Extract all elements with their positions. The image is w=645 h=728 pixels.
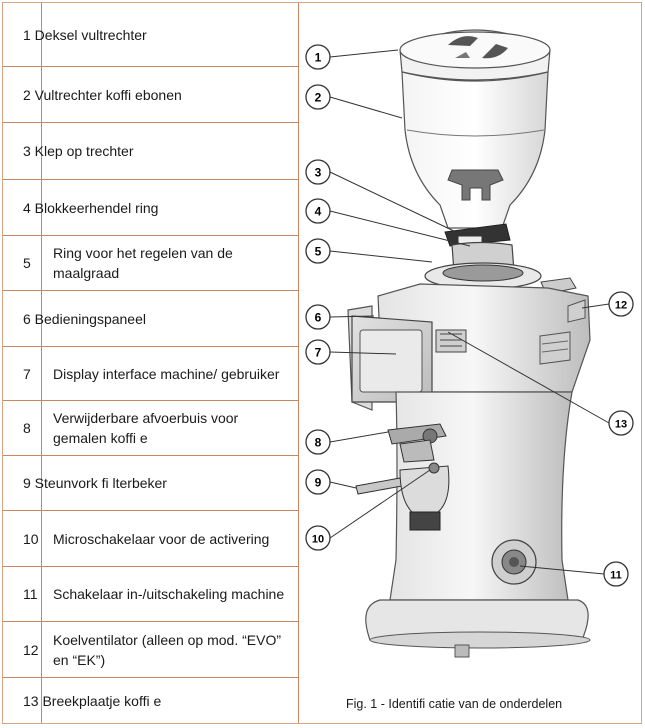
part-label-2: 2 Vultrechter koffi ebonen	[23, 86, 182, 103]
parts-row-6: 6 Bedieningspaneel	[3, 291, 298, 347]
hopper-lid	[399, 29, 551, 81]
callout-5: 5	[305, 238, 331, 264]
part-desc-10: Microschakelaar voor de activering	[53, 530, 270, 547]
part-desc-8: Verwijderbare afvoerbuis voor gemalen ko…	[53, 410, 239, 446]
callout-4-label: 4	[315, 205, 322, 219]
part-number-11: 11	[23, 586, 38, 602]
parts-row-5: 5 Ring voor het regelen van de maalgraad	[3, 236, 298, 291]
part-label-3: 3 Klep op trechter	[23, 143, 134, 159]
parts-row-11: 11 Schakelaar in-/uitschakeling machine	[3, 567, 298, 622]
part-label-9: 9 Steunvork fi lterbeker	[23, 475, 167, 491]
callout-9: 9	[305, 469, 331, 495]
callout-6-label: 6	[315, 311, 322, 325]
callout-2: 2	[305, 84, 331, 110]
callout-10: 10	[305, 525, 331, 551]
callout-1-label: 1	[315, 51, 322, 65]
callout-7: 7	[305, 339, 331, 365]
callout-6: 6	[305, 304, 331, 330]
part-number-8: 8	[23, 420, 31, 436]
part-number-10: 10	[23, 530, 39, 547]
callout-8: 8	[305, 429, 331, 455]
callout-3: 3	[305, 159, 331, 185]
parts-row-8: 8 Verwijderbare afvoerbuis voor gemalen …	[3, 401, 298, 456]
parts-row-1: 1 Deksel vultrechter	[3, 3, 298, 67]
part-label-6: 6 Bedieningspaneel	[23, 310, 146, 327]
part-label-4: 4 Blokkeerhendel ring	[23, 199, 159, 216]
grinder-diagram: 1 2 3 4 5 6 7 8 9 10 11 12 13	[305, 29, 634, 658]
callout-5-label: 5	[315, 245, 322, 259]
parts-row-10: 10 Microschakelaar voor de activering	[3, 511, 298, 567]
callout-11: 11	[603, 561, 629, 587]
grinder-head	[347, 283, 591, 411]
callout-7-label: 7	[315, 346, 322, 360]
callout-12: 12	[608, 291, 634, 317]
parts-row-7: 7 Display interface machine/ gebruiker	[3, 347, 298, 401]
part-number-5: 5	[23, 255, 31, 271]
callout-3-label: 3	[315, 166, 322, 180]
parts-table: 1 Deksel vultrechter 2 Vultrechter koffi…	[3, 3, 299, 723]
callout-13: 13	[608, 410, 634, 436]
grinder-base	[355, 391, 591, 658]
hopper-gate-and-ring	[424, 223, 577, 295]
part-label-13: 13 Breekplaatje koffi e	[23, 692, 162, 709]
part-number-7: 7	[23, 365, 31, 382]
callout-4: 4	[305, 198, 331, 224]
part-desc-5: Ring voor het regelen van de maalgraad	[53, 245, 233, 281]
callout-13-label: 13	[615, 419, 627, 431]
parts-row-13: 13 Breekplaatje koffi e	[3, 678, 298, 723]
part-desc-11: Schakelaar in-/uitschakeling machine	[53, 586, 285, 602]
part-desc-12: Koelventilator (alleen op mod. “EVO” en …	[53, 631, 281, 668]
callout-1: 1	[305, 44, 331, 70]
callout-2-label: 2	[315, 91, 322, 105]
parts-row-4: 4 Blokkeerhendel ring	[3, 180, 298, 236]
callout-11-label: 11	[610, 570, 622, 582]
figure-caption: Fig. 1 - Identifi catie van de onderdele…	[346, 697, 563, 711]
part-label-1: 1 Deksel vultrechter	[23, 26, 147, 43]
parts-row-2: 2 Vultrechter koffi ebonen	[3, 67, 298, 123]
parts-row-9: 9 Steunvork fi lterbeker	[3, 456, 298, 511]
parts-row-3: 3 Klep op trechter	[3, 123, 298, 180]
parts-row-12: 12 Koelventilator (alleen op mod. “EVO” …	[3, 622, 298, 678]
part-number-12: 12	[23, 641, 39, 658]
part-desc-7: Display interface machine/ gebruiker	[53, 365, 280, 382]
callout-12-label: 12	[615, 300, 627, 312]
callout-10-label: 10	[312, 534, 324, 546]
hopper-bean-container	[401, 71, 549, 229]
callout-9-label: 9	[315, 476, 322, 490]
callout-8-label: 8	[315, 436, 322, 450]
callout-leaders	[329, 49, 610, 575]
